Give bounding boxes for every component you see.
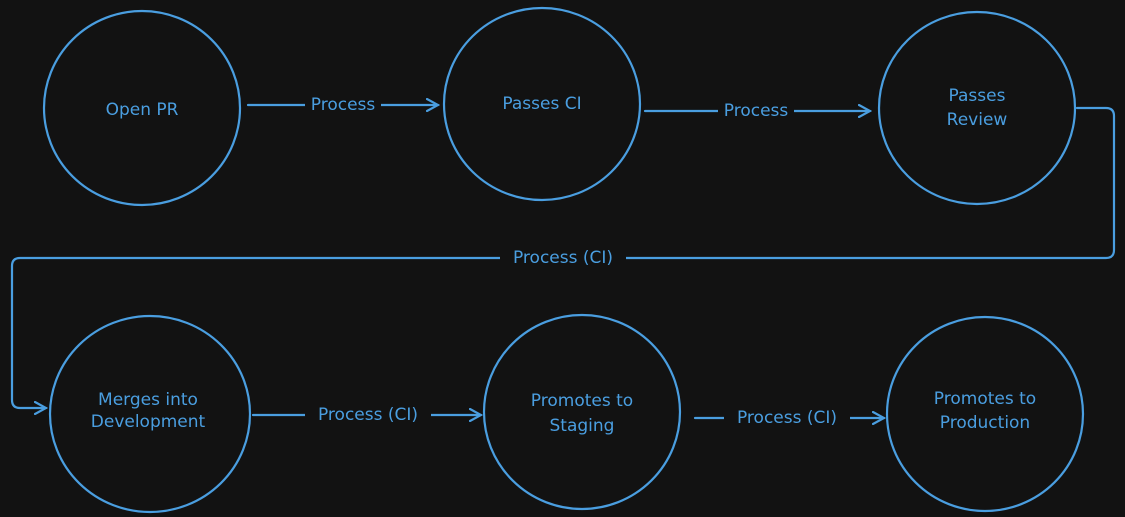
node-label-line1: Promotes to bbox=[934, 389, 1036, 409]
node-circle bbox=[885, 315, 1085, 513]
edge-merges-to-staging[interactable]: Process (CI) bbox=[251, 404, 481, 426]
node-label: Passes CI bbox=[502, 94, 581, 114]
node-label-line1: Passes bbox=[949, 86, 1006, 106]
node-label-line2: Development bbox=[91, 412, 206, 432]
node-passes-ci[interactable]: Passes CI bbox=[442, 6, 642, 202]
node-circle bbox=[48, 314, 252, 514]
node-circle bbox=[877, 10, 1077, 206]
node-circle bbox=[42, 9, 242, 207]
node-merges-into-development[interactable]: Merges into Development bbox=[48, 314, 252, 514]
edge-label: Process (CI) bbox=[737, 408, 837, 428]
node-circle bbox=[442, 6, 642, 202]
edge-open-pr-to-passes-ci[interactable]: Process bbox=[246, 94, 438, 116]
node-label-line1: Promotes to bbox=[531, 391, 633, 411]
node-circle bbox=[482, 313, 682, 511]
node-promotes-to-production[interactable]: Promotes to Production bbox=[885, 315, 1085, 513]
node-promotes-to-staging[interactable]: Promotes to Staging bbox=[482, 313, 682, 511]
edge-passes-review-to-merges[interactable]: Process (CI) bbox=[10, 106, 1116, 408]
edge-staging-to-production[interactable]: Process (CI) bbox=[693, 407, 884, 429]
edge-passes-ci-to-passes-review[interactable]: Process bbox=[643, 100, 870, 122]
node-label-line1: Merges into bbox=[98, 390, 198, 410]
node-label-line2: Staging bbox=[550, 416, 615, 436]
edge-label: Process bbox=[311, 95, 376, 115]
node-passes-review[interactable]: Passes Review bbox=[877, 10, 1077, 206]
node-label-line2: Review bbox=[947, 110, 1008, 130]
node-label: Open PR bbox=[106, 100, 179, 120]
edge-label: Process (CI) bbox=[513, 248, 613, 268]
node-open-pr[interactable]: Open PR bbox=[42, 9, 242, 207]
node-label-line2: Production bbox=[940, 413, 1030, 433]
edge-label: Process (CI) bbox=[318, 405, 418, 425]
edge-label: Process bbox=[724, 101, 789, 121]
